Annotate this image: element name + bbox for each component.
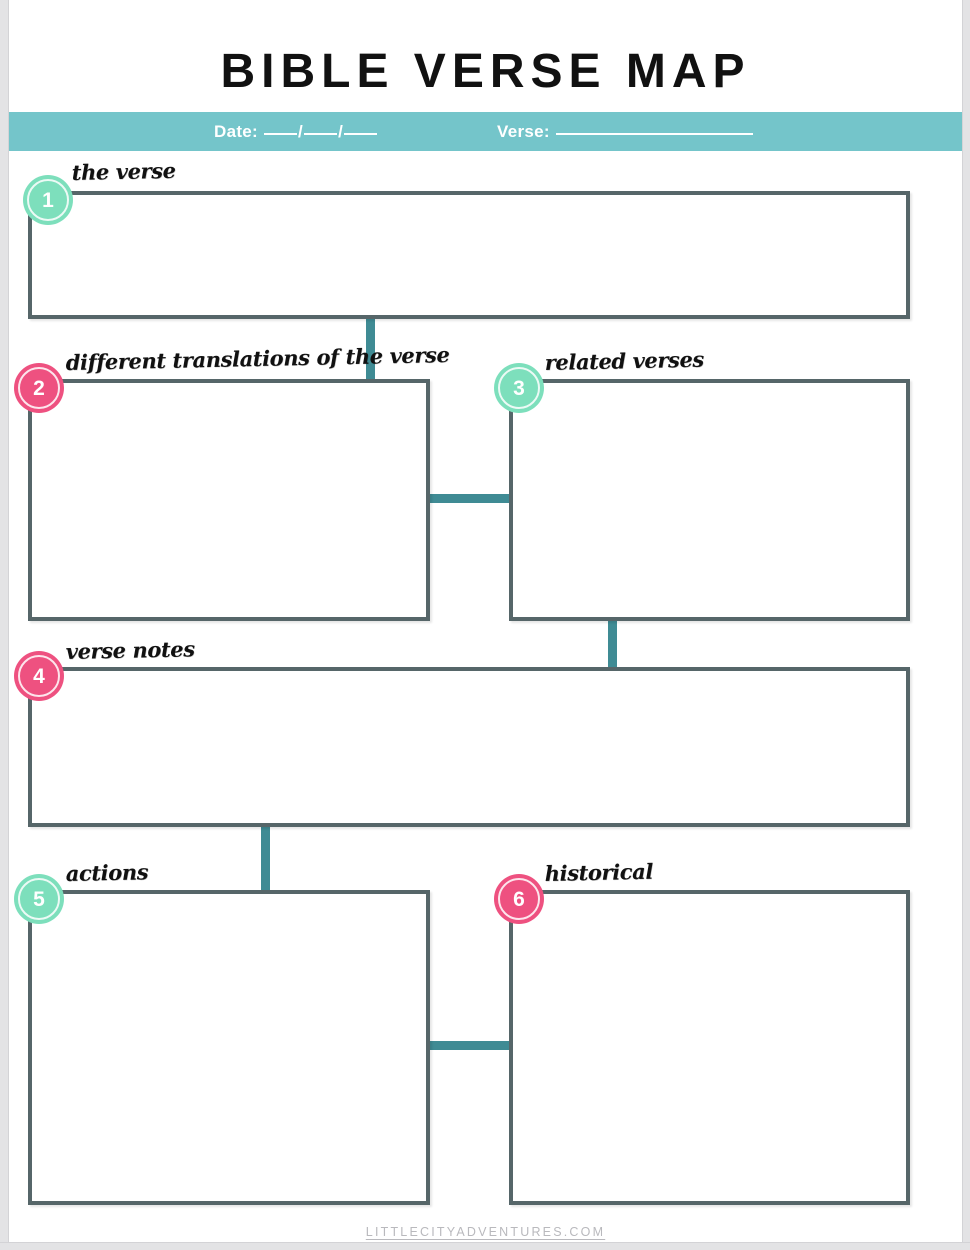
date-year-blank[interactable] [344,133,378,135]
section-3-badge: 3 [494,363,544,413]
section-1-number: 1 [42,188,54,212]
section-2-badge: 2 [14,363,64,413]
date-month-blank[interactable] [264,133,298,135]
verse-field[interactable]: Verse: [497,122,754,142]
info-bar: Date: // Verse: [9,112,962,151]
section-6-badge: 6 [494,874,544,924]
section-5-label: actions [65,859,149,886]
section-6-label: historical [544,858,654,886]
connector-2-to-3 [428,494,510,503]
section-5-number: 5 [33,887,45,911]
section-4-badge: 4 [14,651,64,701]
page-edge-bottom [0,1242,970,1250]
section-1-badge: 1 [23,175,73,225]
section-2-number: 2 [33,376,45,400]
section-4-number: 4 [33,664,45,688]
section-4-box[interactable] [28,667,910,827]
section-5-box[interactable] [28,890,430,1205]
section-2-label: different translations of the verse [65,341,450,375]
section-6-number: 6 [513,887,525,911]
connector-1-to-2 [366,318,375,380]
verse-blank[interactable] [555,133,753,135]
connector-4-to-5 [261,826,270,892]
section-2-box[interactable] [28,379,430,621]
section-1-box[interactable] [28,191,910,319]
page-edge-left [0,0,9,1250]
section-6-box[interactable] [509,890,910,1205]
verse-label: Verse: [497,122,550,141]
section-3-number: 3 [513,376,525,400]
footer-url[interactable]: LITTLECITYADVENTURES.COM [365,1225,606,1239]
section-3-label: related verses [544,346,705,375]
section-5-badge: 5 [14,874,64,924]
date-label: Date: [214,122,259,141]
connector-5-to-6 [428,1041,510,1050]
connector-3-to-4 [608,620,617,669]
section-1-label: the verse [71,157,176,185]
section-3-box[interactable] [509,379,910,621]
page-edge-right [962,0,970,1250]
section-4-label: verse notes [65,636,195,664]
date-field[interactable]: Date: // [214,122,378,142]
date-day-blank[interactable] [304,133,338,135]
page-title: BIBLE VERSE MAP [220,45,751,98]
